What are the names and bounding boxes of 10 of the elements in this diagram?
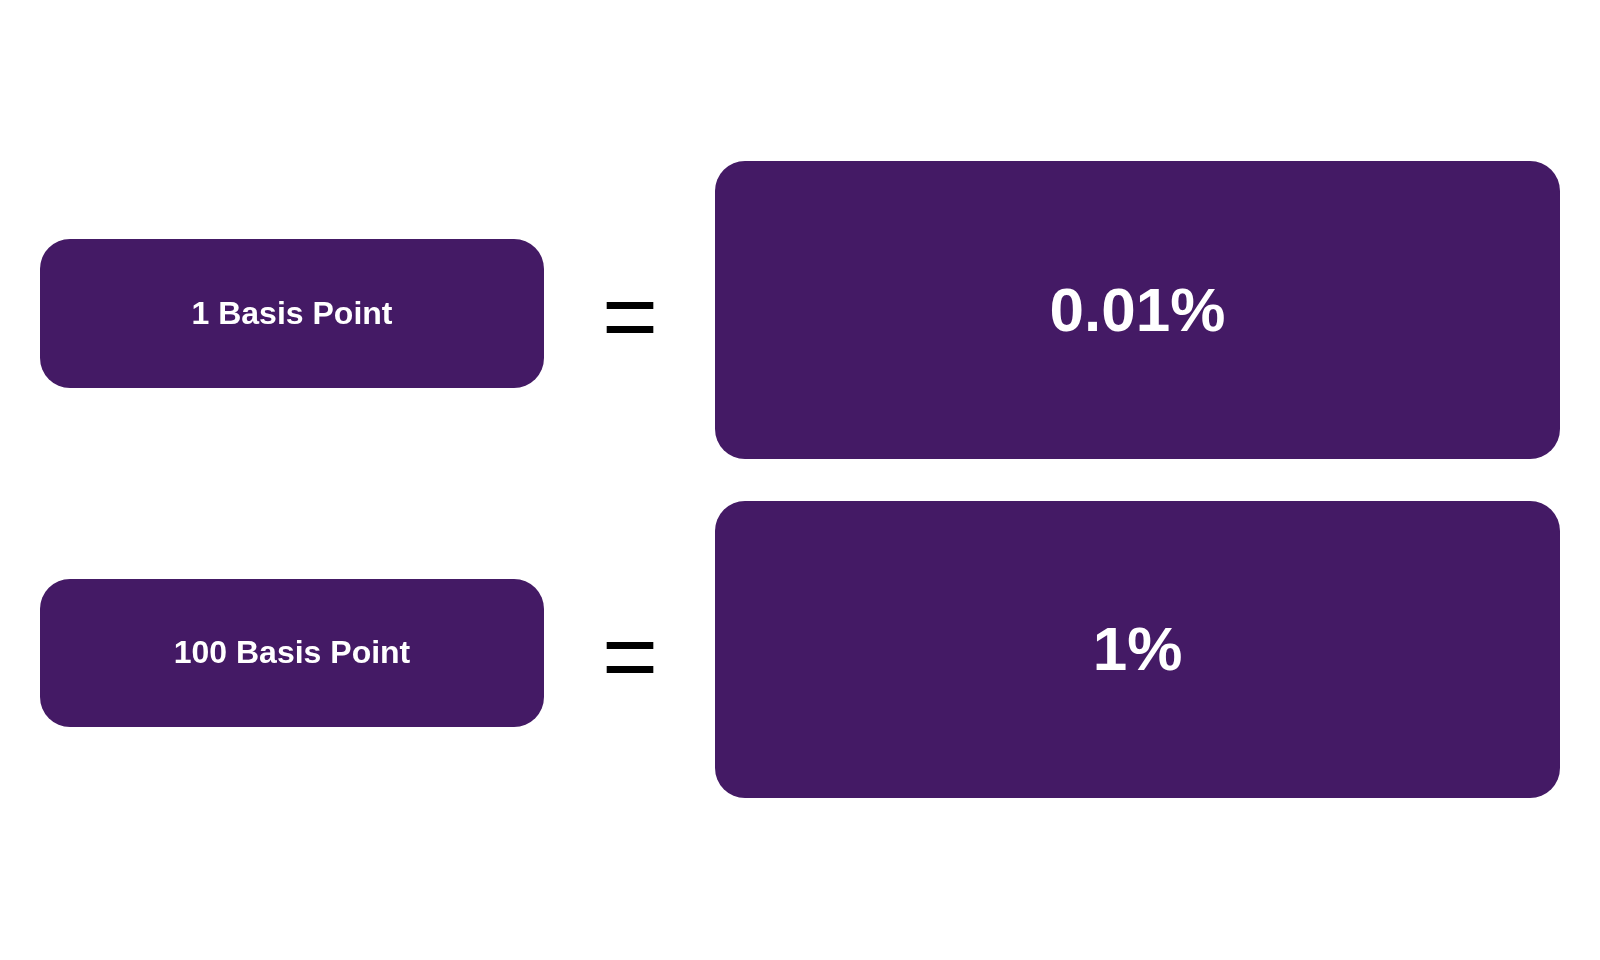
value-box — [40, 579, 544, 727]
value-box — [715, 501, 1560, 798]
box-text: 0.01% — [1049, 275, 1226, 345]
equals-sign: = — [601, 268, 659, 364]
value-box — [40, 239, 544, 388]
box-text: 1 Basis Point — [191, 295, 393, 332]
box-text: 100 Basis Point — [173, 635, 411, 671]
box-text: 1% — [1092, 615, 1183, 684]
equals-sign: = — [601, 608, 659, 704]
value-box — [715, 161, 1560, 459]
